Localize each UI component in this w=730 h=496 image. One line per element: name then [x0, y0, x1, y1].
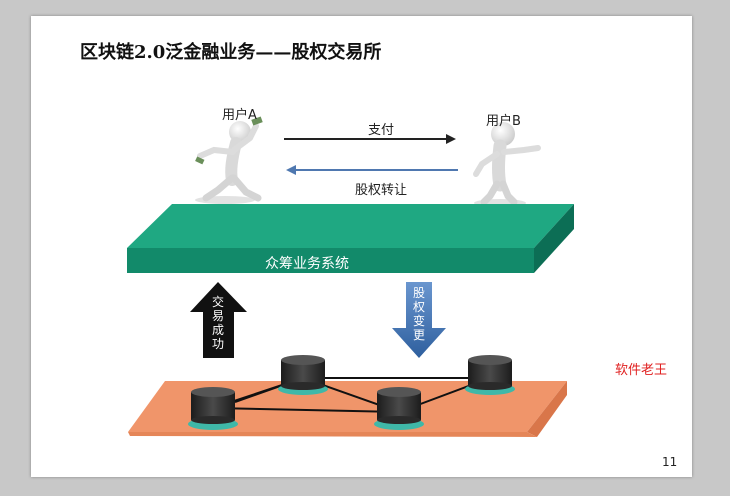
equity-change-char: 股: [413, 286, 425, 300]
trade-success-char: 成: [212, 323, 224, 337]
trade-success-char: 功: [212, 337, 224, 351]
trade-success-char: 交: [212, 294, 224, 309]
equity-change-char: 变: [413, 313, 425, 328]
equity-change-char: 更: [413, 328, 425, 342]
network-node: [188, 387, 238, 430]
trade-success-char: 易: [212, 309, 224, 323]
equity-change-char: 权: [413, 300, 425, 314]
equity-transfer-arrow: [286, 165, 458, 175]
payment-arrow: [284, 134, 456, 144]
network-node: [278, 355, 328, 395]
crowdfunding-system-label: 众筹业务系统: [265, 256, 349, 272]
user-a-label: 用户A: [222, 108, 257, 123]
page-number: 11: [662, 455, 678, 469]
network-node: [465, 355, 515, 395]
user-a-figure: [190, 116, 263, 212]
crowdfunding-platform: [127, 204, 574, 273]
network-base: [128, 381, 567, 437]
user-b-label: 用户B: [486, 114, 521, 129]
equity-transfer-label: 股权转让: [355, 183, 408, 198]
payment-label: 支付: [368, 123, 395, 138]
network-node: [374, 387, 424, 430]
watermark-text: 软件老王: [615, 363, 668, 378]
slide-title: 区块链2.0泛金融业务——股权交易所: [80, 42, 382, 63]
user-b-figure: [473, 122, 541, 207]
